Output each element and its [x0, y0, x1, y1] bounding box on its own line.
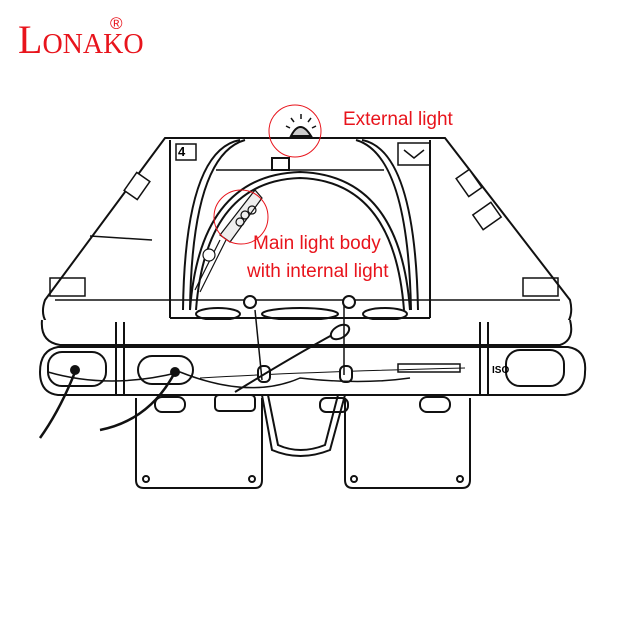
- capacity-marking: 4: [178, 144, 186, 159]
- side-marking-left: [49, 171, 153, 297]
- boarding-handle: [214, 394, 256, 412]
- brand-logo: LONAKO: [18, 16, 144, 63]
- arch-inner: [189, 170, 411, 311]
- main-light-label-line1: Main light body: [253, 233, 381, 254]
- canopy-patch: [271, 157, 290, 171]
- external-light-label: External light: [343, 109, 453, 130]
- iso-marking: ISO: [492, 365, 510, 376]
- external-light-icon: [285, 114, 317, 137]
- ballast-pocket-right: [344, 398, 471, 489]
- registered-mark: ®: [110, 14, 123, 33]
- arch-outer: [182, 139, 419, 311]
- main-light-highlight: [213, 189, 269, 245]
- capacity-sign: [175, 143, 197, 161]
- lifeline: [47, 371, 411, 389]
- logo-initial: L: [18, 17, 43, 62]
- main-light-label-line2: with internal light: [247, 261, 389, 282]
- ballast-pocket-left: [135, 398, 263, 489]
- external-light-highlight: [268, 104, 322, 158]
- manufacturer-sign: [397, 142, 431, 166]
- side-marking-right: [455, 168, 559, 297]
- boarding-ladder: [261, 394, 346, 457]
- logo-text: ONAKO: [42, 29, 144, 60]
- upper-tube: [40, 319, 573, 346]
